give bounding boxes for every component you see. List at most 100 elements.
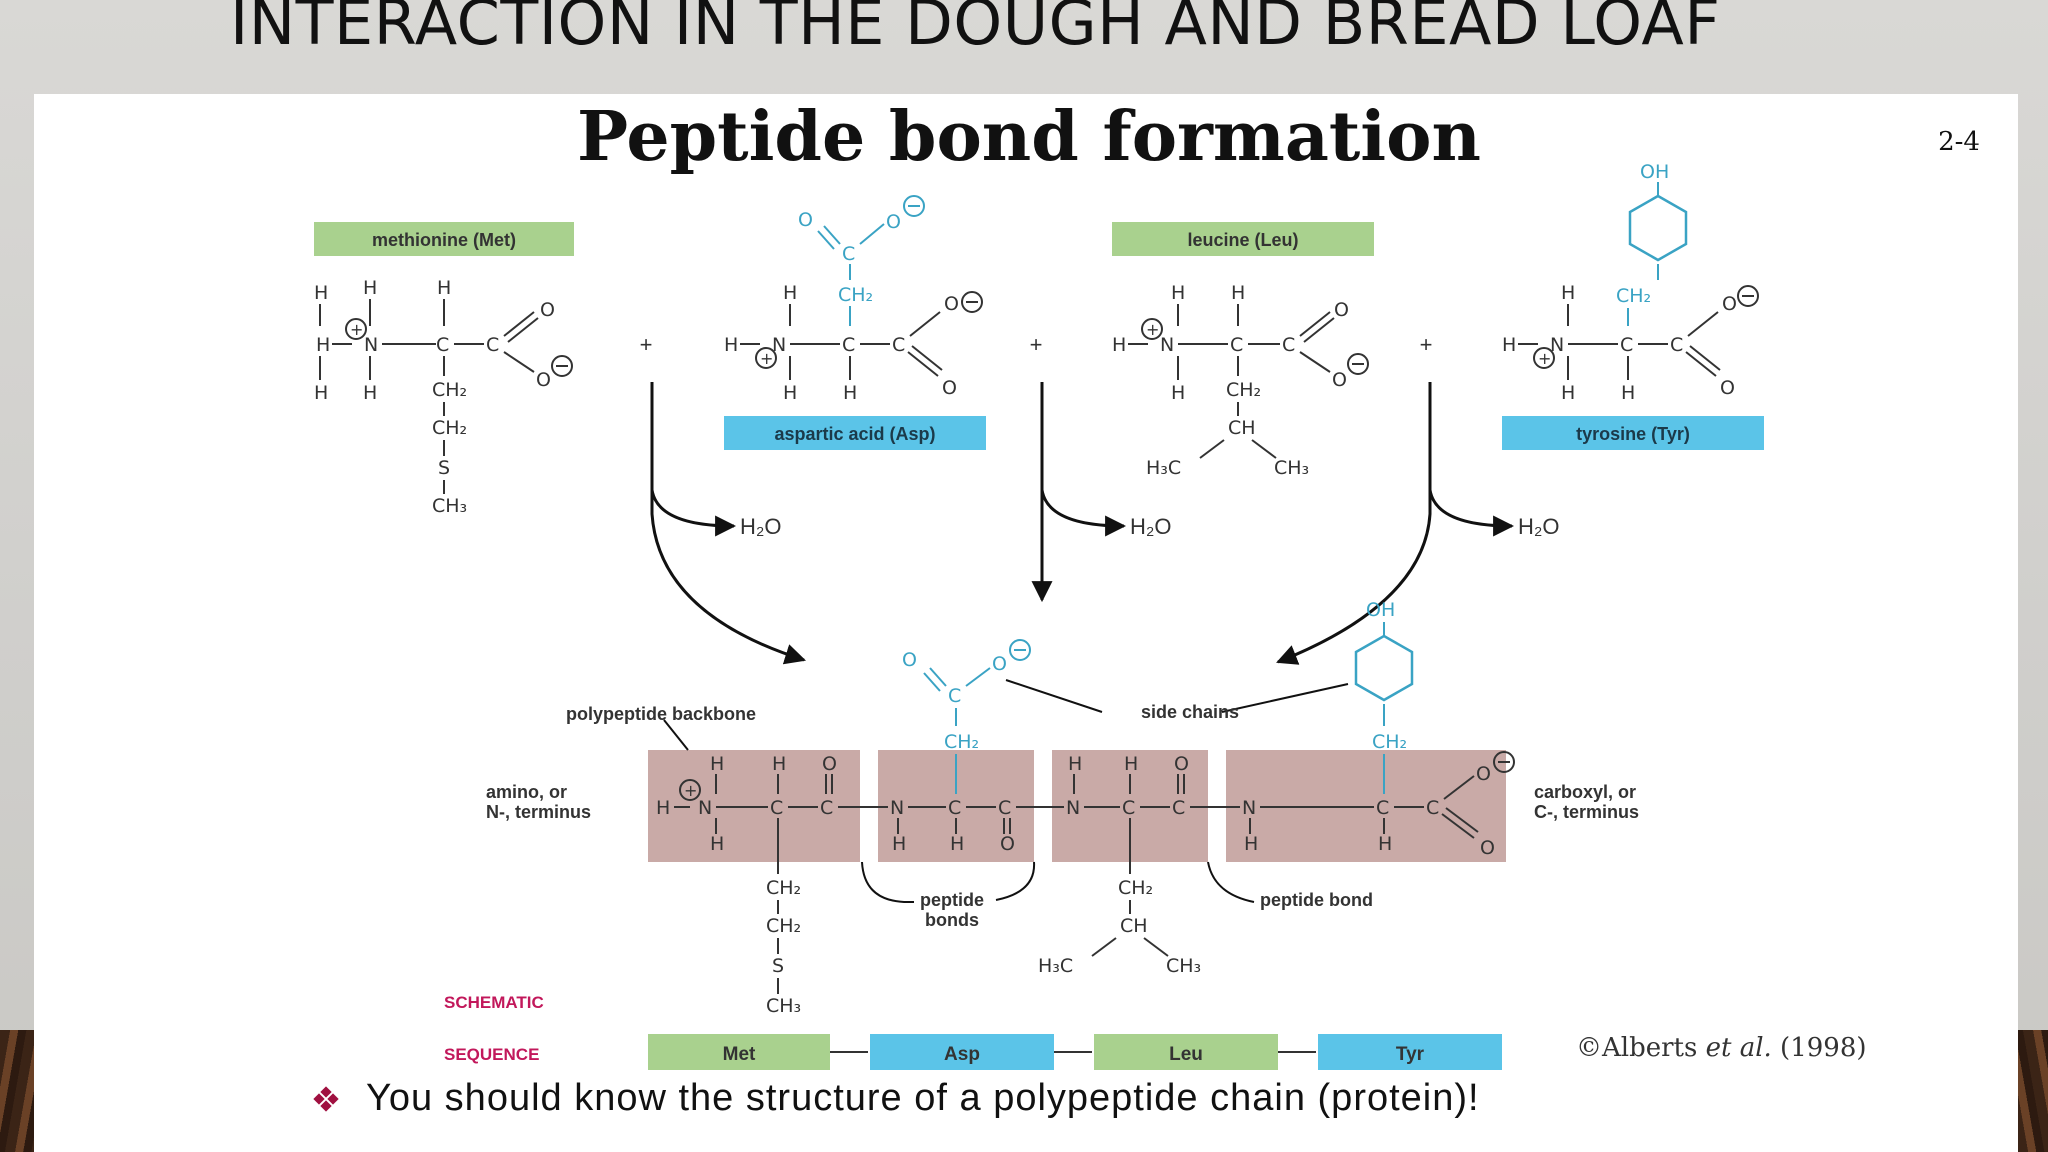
svg-text:CH₂: CH₂: [1226, 379, 1261, 401]
svg-text:H: H: [1244, 833, 1258, 855]
svg-text:CH: CH: [1228, 417, 1256, 439]
svg-text:N: N: [890, 797, 904, 819]
svg-text:O: O: [992, 653, 1007, 675]
svg-text:CH₂: CH₂: [944, 731, 979, 753]
svg-text:H: H: [892, 833, 906, 855]
svg-text:N: N: [698, 797, 712, 819]
svg-text:N: N: [1242, 797, 1256, 819]
svg-text:H: H: [314, 382, 328, 404]
svg-text:O: O: [798, 209, 813, 231]
seq-box-met: [648, 1034, 830, 1070]
svg-text:H: H: [1112, 334, 1126, 356]
peptide-bonds-label-line2: bonds: [925, 910, 979, 930]
seq-leu: Leu: [1169, 1044, 1203, 1065]
svg-text:CH₃: CH₃: [766, 995, 801, 1017]
svg-text:H: H: [1231, 282, 1245, 304]
svg-text:C: C: [842, 334, 855, 356]
svg-text:C: C: [436, 334, 449, 356]
aspartic-acid-structure: H N C C + H H H O O CH₂ C O O: [724, 195, 983, 404]
credit: ©Alberts et al. (1998): [1576, 1033, 1867, 1063]
side-chains-label: side chains: [1141, 702, 1239, 722]
svg-text:OH: OH: [1366, 599, 1395, 621]
met-label-box: [314, 222, 574, 256]
svg-text:O: O: [944, 293, 959, 315]
svg-text:H: H: [1621, 382, 1635, 404]
svg-text:C: C: [948, 797, 961, 819]
tyr-label-box: [1502, 416, 1764, 450]
svg-text:H: H: [950, 833, 964, 855]
svg-text:CH₃: CH₃: [1274, 457, 1309, 479]
svg-text:C: C: [1122, 797, 1135, 819]
svg-text:O: O: [902, 649, 917, 671]
polypeptide-backbone-label: polypeptide backbone: [566, 704, 756, 724]
svg-text:OH: OH: [1640, 161, 1669, 183]
seq-box-tyr: [1318, 1034, 1502, 1070]
leu-label-box: [1112, 222, 1374, 256]
plus-1: +: [640, 332, 653, 357]
svg-text:C: C: [1620, 334, 1633, 356]
svg-text:O: O: [822, 753, 837, 775]
svg-text:CH₂: CH₂: [766, 877, 801, 899]
svg-text:C: C: [948, 685, 961, 707]
svg-text:+: +: [760, 349, 773, 368]
plus-2: +: [1030, 332, 1043, 357]
svg-text:CH: CH: [1120, 915, 1148, 937]
polypeptide-chain: H N C C N C C N C C N C C + H H H O H H …: [656, 599, 1515, 1017]
svg-text:CH₂: CH₂: [838, 284, 873, 306]
svg-text:C: C: [820, 797, 833, 819]
peptide-bonds-label-line1: peptide: [920, 890, 984, 910]
carboxyl-terminus-label-line2: C-, terminus: [1534, 802, 1639, 822]
svg-text:O: O: [1000, 833, 1015, 855]
seq-box-leu: [1094, 1034, 1278, 1070]
slide-title: INTERACTION IN THE DOUGH AND BREAD LOAF: [230, 0, 1721, 59]
svg-text:H: H: [1171, 282, 1185, 304]
svg-text:H: H: [1502, 334, 1516, 356]
svg-text:H: H: [843, 382, 857, 404]
svg-text:H: H: [316, 334, 330, 356]
svg-text:+: +: [1146, 320, 1159, 339]
svg-text:CH₂: CH₂: [1372, 731, 1407, 753]
svg-text:O: O: [886, 211, 901, 233]
svg-text:H: H: [772, 753, 786, 775]
svg-text:H: H: [1171, 382, 1185, 404]
svg-text:O: O: [540, 299, 555, 321]
svg-text:CH₃: CH₃: [432, 495, 467, 517]
svg-text:O: O: [1476, 763, 1491, 785]
annotation-lines: [663, 679, 1349, 903]
svg-text:H: H: [1561, 382, 1575, 404]
svg-text:H: H: [314, 282, 328, 304]
svg-text:N: N: [1160, 334, 1174, 356]
svg-text:H: H: [783, 382, 797, 404]
asp-label-box: [724, 416, 986, 450]
svg-text:C: C: [1172, 797, 1185, 819]
svg-text:O: O: [1332, 369, 1347, 391]
carboxyl-terminus-label-line1: carboxyl, or: [1534, 782, 1636, 802]
water-3: H₂O: [1518, 514, 1560, 539]
svg-text:H: H: [710, 833, 724, 855]
svg-text:H₃C: H₃C: [1038, 955, 1073, 977]
svg-text:C: C: [842, 243, 855, 265]
amino-terminus-label-line1: amino, or: [486, 782, 567, 802]
reaction-arrows: [650, 382, 1515, 665]
svg-text:CH₂: CH₂: [1616, 285, 1651, 307]
svg-text:N: N: [772, 334, 786, 356]
svg-text:H: H: [363, 277, 377, 299]
svg-text:O: O: [1334, 299, 1349, 321]
seq-met: Met: [723, 1044, 756, 1065]
peptide-figure: Peptide bond formation 2-4 methionine (M…: [34, 94, 2018, 1152]
svg-text:O: O: [1480, 837, 1495, 859]
svg-text:H: H: [363, 382, 377, 404]
svg-text:O: O: [1720, 377, 1735, 399]
seq-tyr: Tyr: [1396, 1044, 1425, 1065]
svg-text:S: S: [772, 955, 784, 977]
svg-text:S: S: [438, 457, 450, 479]
svg-text:O: O: [942, 377, 957, 399]
svg-text:+: +: [350, 320, 363, 339]
leu-label: leucine (Leu): [1187, 230, 1298, 250]
svg-text:H: H: [724, 334, 738, 356]
svg-text:O: O: [1174, 753, 1189, 775]
sequence-label: SEQUENCE: [444, 1045, 539, 1064]
wood-background-right: [2018, 1030, 2048, 1152]
methionine-structure: H N C C + H H H H H O O CH₂ CH₂ S CH₃: [314, 277, 573, 517]
